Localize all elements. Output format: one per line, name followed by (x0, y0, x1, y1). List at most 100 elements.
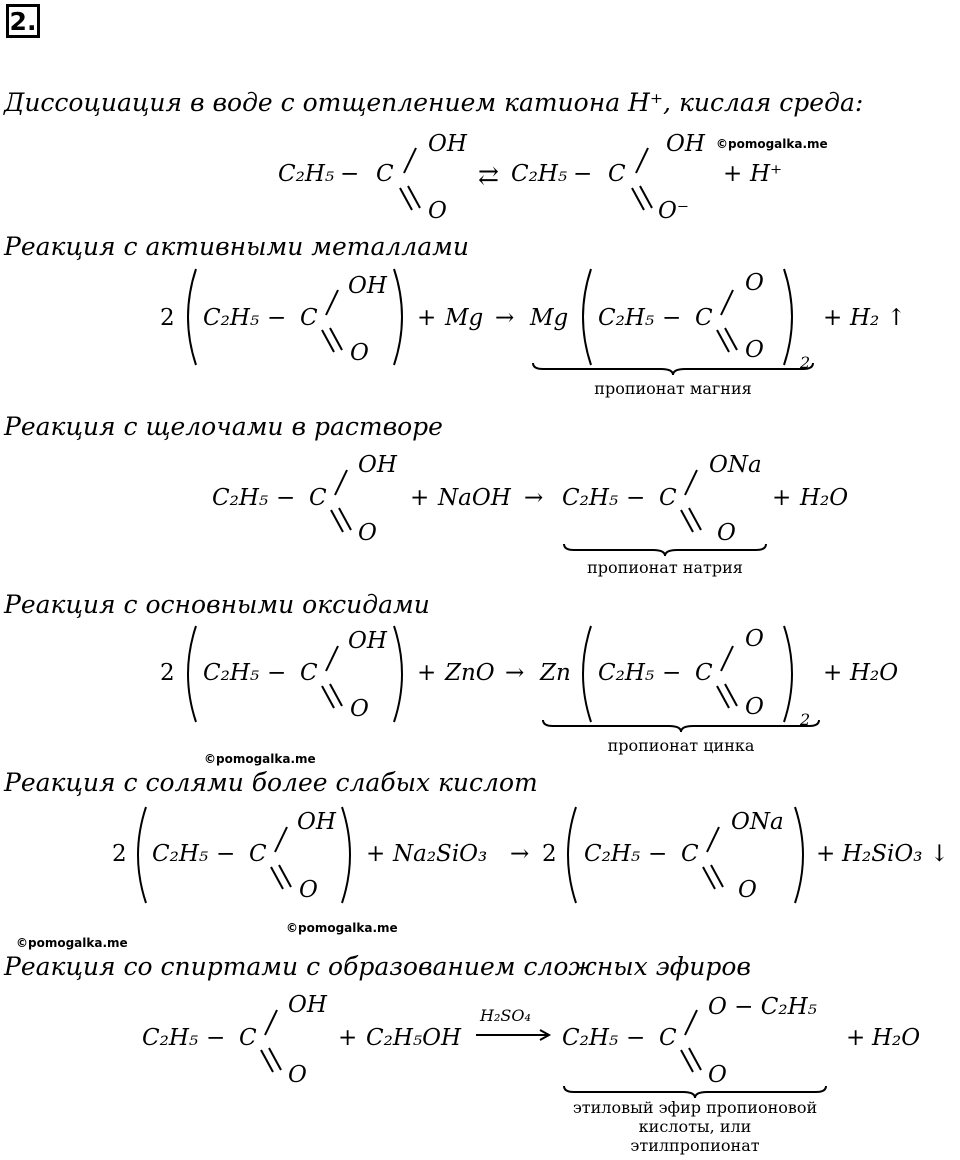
silicic-acid-precipitate: H₂SiO₃ ↓ (842, 841, 950, 867)
right-bracket-icon (393, 268, 403, 366)
reagent-zno: ZnO (445, 660, 495, 686)
left-bracket-icon (567, 806, 577, 904)
equation-dissociation: C₂H₅ − C OH O ⇄ C₂H₅ − C OH O⁻ + H⁺ (278, 128, 878, 224)
equation-metal: 2 C₂H₅ − C OH O + Mg → Mg C₂H₅ − C O O 2… (155, 265, 915, 405)
ethyl-group: C₂H₅ (584, 841, 641, 867)
hydroxyl-label: OH (297, 809, 336, 835)
hydrogen-gas: H₂ ↑ (850, 305, 906, 331)
plus-sign: + (846, 1025, 866, 1051)
equilibrium-arrow: ⇄ (478, 161, 499, 190)
right-bracket-icon (393, 625, 403, 723)
ethoxy-label: O − C₂H₅ (708, 994, 817, 1020)
equation-alkali: C₂H₅ − C OH O + NaOH → C₂H₅ − C ONa O + … (212, 450, 892, 585)
water: H₂O (850, 660, 899, 686)
ethyl-group: C₂H₅ (203, 660, 260, 686)
plus-sign: + (723, 161, 743, 187)
carboxyl-carbon: C (681, 841, 699, 867)
carboxyl-carbon: C (300, 660, 318, 686)
bond-dash: − (267, 660, 287, 686)
ethyl-group: C₂H₅ (203, 305, 260, 331)
right-bracket-icon (783, 625, 793, 723)
carbonyl-oxygen: O (708, 1062, 727, 1088)
caption-line: этилпропионат (630, 1136, 760, 1155)
bond-dash: − (216, 841, 236, 867)
watermark: ©pomogalka.me (286, 921, 398, 935)
oxygen-label: O (745, 626, 764, 652)
carboxyl-carbon: C (249, 841, 267, 867)
carboxyl-bonds-icon (321, 289, 343, 353)
carboxyl-carbon: C (608, 161, 626, 187)
plus-sign: + (816, 841, 836, 867)
salt-subscript: 2 (800, 710, 811, 729)
carbonyl-oxygen: O (428, 198, 447, 224)
bond-dash: − (267, 305, 287, 331)
caption-line: этиловый эфир пропионовой (572, 1098, 818, 1117)
hydroxyl-label: OH (666, 131, 705, 157)
carboxyl-carbon: C (239, 1025, 257, 1051)
hydroxyl-label: OH (348, 273, 387, 299)
left-bracket-icon (582, 625, 592, 723)
watermark: ©pomogalka.me (204, 752, 316, 766)
metal-magnesium: Mg (530, 305, 569, 331)
section-6-heading: Реакция со спиртами с образованием сложн… (4, 952, 751, 981)
watermark: ©pomogalka.me (16, 936, 128, 950)
carbonyl-oxygen: O (299, 877, 318, 903)
task-number-badge: 2. (6, 4, 40, 38)
reaction-arrow: → (510, 841, 530, 867)
underbrace-icon (542, 719, 820, 733)
plus-sign: + (366, 841, 386, 867)
ethyl-group: C₂H₅ (562, 1025, 619, 1051)
carboxyl-bonds-icon (680, 1009, 702, 1073)
plus-sign: + (410, 485, 430, 511)
catalyst-label: H₂SO₄ (480, 1006, 531, 1025)
right-bracket-icon (783, 268, 793, 366)
watermark: ©pomogalka.me (716, 137, 828, 151)
right-bracket-icon (341, 806, 351, 904)
ethyl-group: C₂H₅ (212, 485, 269, 511)
section-5-heading: Реакция с солями более слабых кислот (4, 768, 538, 797)
bond-dash: − (626, 485, 646, 511)
plus-sign: + (823, 305, 843, 331)
product-caption: пропионат цинка (607, 736, 755, 755)
ethyl-group: C₂H₅ (511, 161, 568, 187)
carboxylate-oxygen: O⁻ (658, 198, 689, 224)
carbonyl-oxygen: O (717, 520, 736, 546)
long-arrow-icon (476, 1029, 552, 1041)
bond-dash: − (340, 161, 360, 187)
coefficient: 2 (112, 841, 127, 867)
coefficient: 2 (542, 841, 557, 867)
carboxyl-carbon: C (695, 305, 713, 331)
equation-esterification: C₂H₅ − C OH O + C₂H₅OH H₂SO₄ C₂H₅ − C O … (142, 990, 942, 1160)
left-bracket-icon (187, 625, 197, 723)
carbonyl-oxygen: O (745, 694, 764, 720)
plus-sign: + (417, 305, 437, 331)
carboxyl-carbon: C (300, 305, 318, 331)
right-bracket-icon (794, 806, 804, 904)
reagent-sodium-silicate: Na₂SiO₃ (393, 841, 488, 867)
sodium-oxide-label: ONa (731, 809, 784, 835)
carboxyl-bonds-icon (680, 469, 702, 533)
reaction-arrow: → (505, 660, 525, 686)
salt-subscript: 2 (800, 353, 811, 372)
carboxyl-bonds-icon (631, 147, 653, 211)
section-2-heading: Реакция с активными металлами (4, 232, 469, 261)
equation-oxide: 2 C₂H₅ − C OH O + ZnO → Zn C₂H₅ − C O O … (155, 624, 915, 764)
coefficient: 2 (160, 305, 175, 331)
metal-zinc: Zn (540, 660, 571, 686)
reagent-naoh: NaOH (438, 485, 511, 511)
carboxyl-carbon: C (695, 660, 713, 686)
carbonyl-oxygen: O (350, 696, 369, 722)
sodium-oxide-label: ONa (709, 452, 762, 478)
coefficient: 2 (160, 660, 175, 686)
reagent-ethanol: C₂H₅OH (366, 1025, 462, 1051)
ethyl-group: C₂H₅ (598, 305, 655, 331)
caption-line: кислоты, или (638, 1117, 752, 1136)
bond-dash: − (276, 485, 296, 511)
water: H₂O (872, 1025, 921, 1051)
left-bracket-icon (582, 268, 592, 366)
left-bracket-icon (187, 268, 197, 366)
plus-sign: + (772, 485, 792, 511)
carboxyl-carbon: C (659, 485, 677, 511)
bond-dash: − (573, 161, 593, 187)
carbonyl-oxygen: O (350, 340, 369, 366)
